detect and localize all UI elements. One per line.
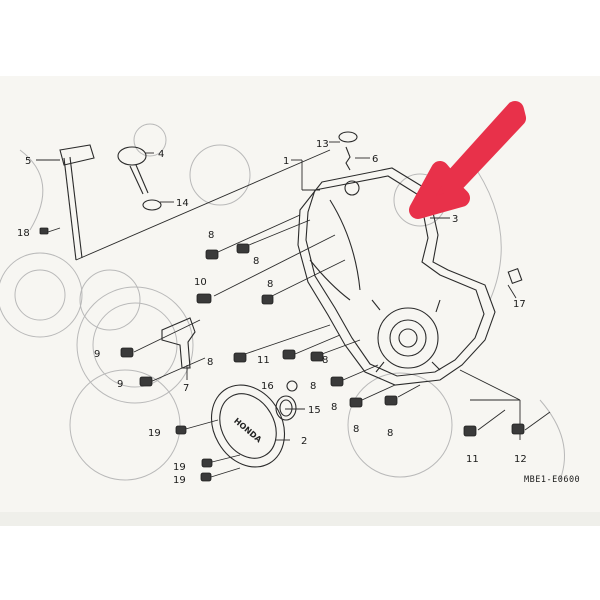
part-label-13: 13 xyxy=(316,139,329,150)
part-label-8c: 8 xyxy=(267,279,273,290)
part-label-16: 16 xyxy=(261,381,274,392)
part-label-8b: 8 xyxy=(253,256,259,267)
part-label-19c: 19 xyxy=(173,475,186,486)
part-label-1: 1 xyxy=(283,156,289,167)
part-label-7: 7 xyxy=(183,383,189,394)
part-label-8d: 8 xyxy=(207,357,213,368)
diagram-code: MBE1-E0600 xyxy=(524,475,580,485)
part-label-9a: 9 xyxy=(94,349,100,360)
part-label-8e: 8 xyxy=(322,355,328,366)
part-label-19b: 19 xyxy=(173,462,186,473)
label-leaders xyxy=(36,141,517,441)
oil-filler-cap xyxy=(117,146,162,211)
part-label-14: 14 xyxy=(176,198,189,209)
part-label-12: 12 xyxy=(514,454,527,465)
bracket xyxy=(161,317,196,369)
part-label-8a: 8 xyxy=(208,230,214,241)
part-label-17: 17 xyxy=(513,299,526,310)
part-label-6: 6 xyxy=(372,154,378,165)
part-label-8h: 8 xyxy=(353,424,359,435)
part-label-4: 4 xyxy=(158,149,164,160)
part-labels: 13 6 1 5 4 14 3 18 8 8 10 8 17 9 7 8 11 … xyxy=(17,139,527,486)
part-label-2: 2 xyxy=(301,436,307,447)
part-label-19a: 19 xyxy=(148,428,161,439)
part-label-9b: 9 xyxy=(117,379,123,390)
part-label-8g: 8 xyxy=(331,402,337,413)
red-pointer-arrow-icon xyxy=(409,101,526,219)
part-label-8i: 8 xyxy=(387,428,393,439)
clutch-cover xyxy=(297,167,496,386)
part-label-11a: 11 xyxy=(257,355,270,366)
paper-sheet xyxy=(0,76,600,526)
bolts xyxy=(39,214,551,482)
dowel-pin xyxy=(507,267,523,285)
part-label-10: 10 xyxy=(194,277,207,288)
part-label-8f: 8 xyxy=(310,381,316,392)
top-cap xyxy=(338,131,358,171)
part-label-5: 5 xyxy=(25,156,31,167)
part-label-3: 3 xyxy=(452,214,458,225)
part-label-18: 18 xyxy=(17,228,30,239)
part-label-11b: 11 xyxy=(466,454,479,465)
part-label-15: 15 xyxy=(308,405,321,416)
shift-shaft xyxy=(47,144,331,261)
